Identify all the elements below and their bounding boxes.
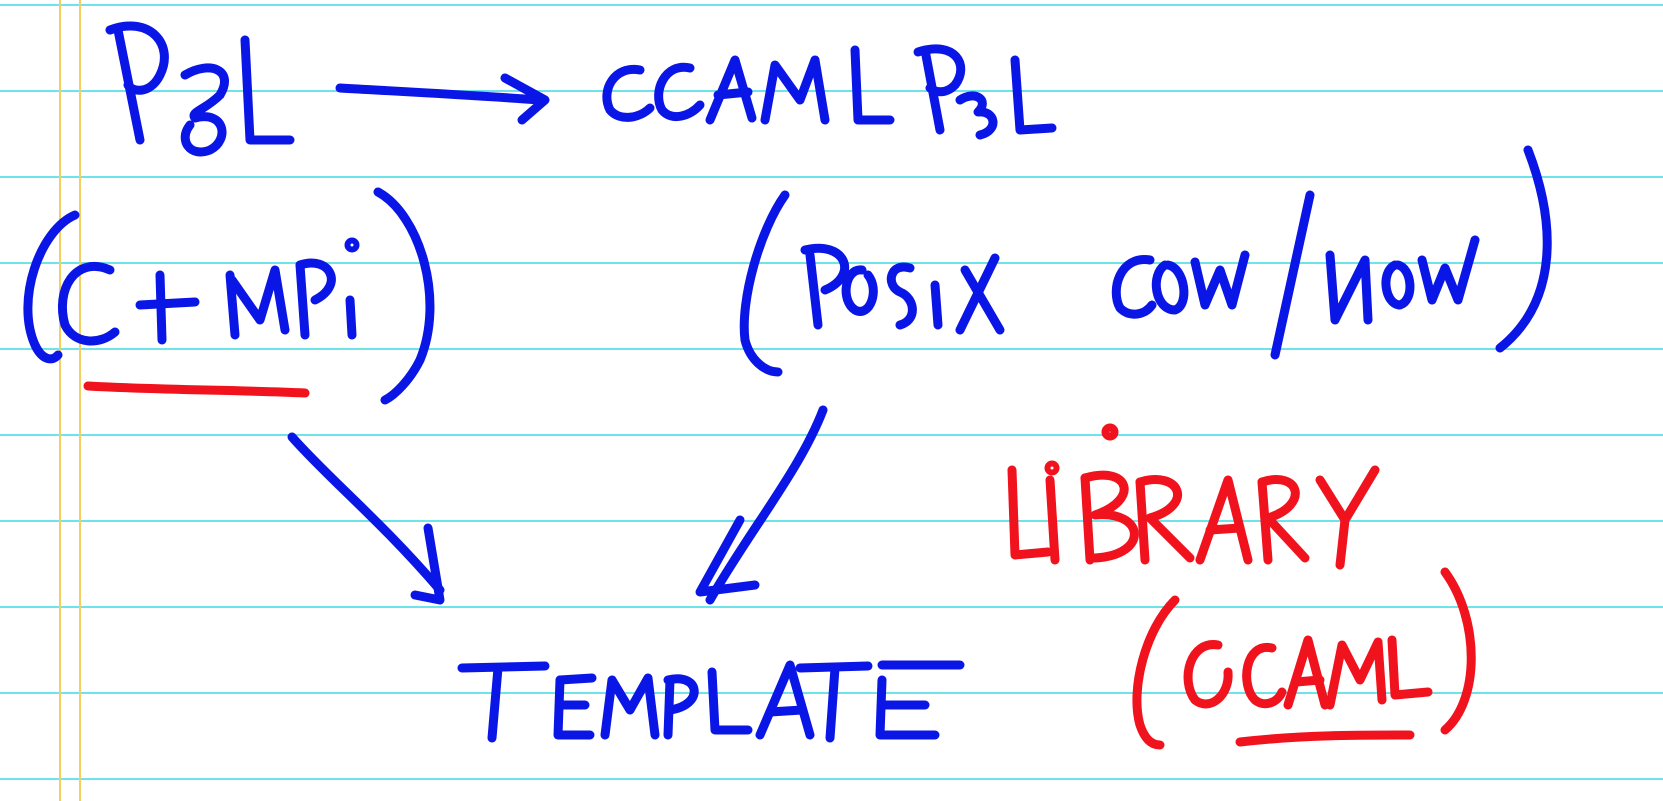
group-ocaml [1132, 567, 1476, 750]
word-ocaml-pbl [602, 44, 1057, 140]
arrow-to-template-right [695, 405, 828, 605]
group-posix [739, 145, 1552, 377]
underline-c-mpi [83, 381, 310, 398]
group-c-mpi [23, 187, 435, 405]
word-template [457, 660, 965, 743]
arrow-right [335, 73, 550, 125]
word-library [1007, 423, 1380, 570]
red-ink-strokes [83, 381, 1476, 750]
arrow-to-template-left [287, 432, 445, 605]
right-group-text: (POSIX COW/NOW) [740, 276, 1290, 343]
word-pbl-left [105, 21, 295, 157]
library-text: LIBRARY [1010, 498, 1363, 587]
underline-ocaml [1235, 730, 1415, 747]
blue-ink-strokes [23, 21, 1552, 743]
